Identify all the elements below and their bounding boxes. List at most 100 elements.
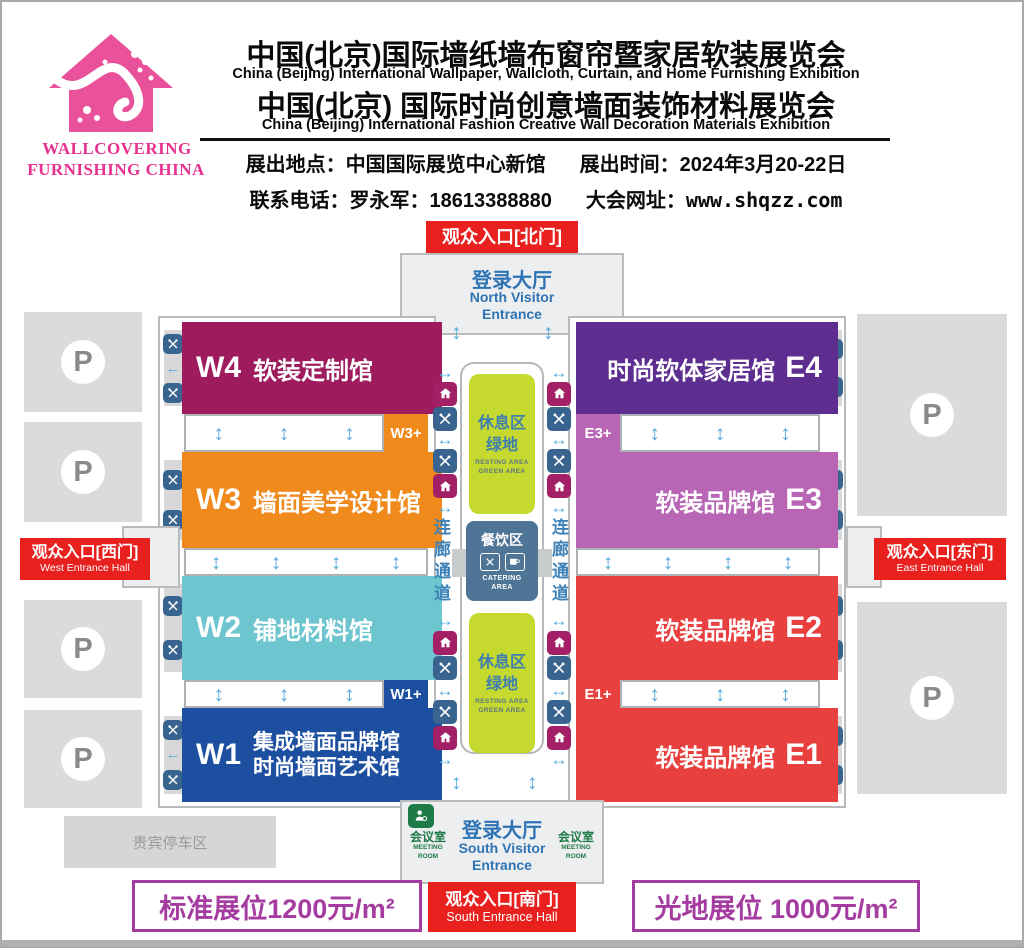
parking-lot: P [24, 312, 142, 412]
home-icon [433, 381, 457, 406]
header-divider [200, 138, 890, 141]
south-lobby [400, 800, 604, 884]
utensils-icon [433, 656, 457, 680]
resting-cn-2: 绿地 [485, 676, 518, 693]
up-down-arrow-icon: ↕ [780, 682, 791, 706]
utensils-icon [547, 656, 571, 680]
south-entrance-label: 观众入口[南门] [445, 890, 559, 910]
corridor-icons-east-lower: ↔ ↔ ↔ [545, 612, 573, 768]
up-down-arrow-icon: ↕ [390, 550, 402, 574]
utensils-icon [433, 406, 457, 431]
north-entrance-label: 观众入口[北门] [442, 226, 562, 247]
up-down-arrow-icon: ↕ [649, 682, 660, 706]
hall-w4: W4 软装定制馆 [182, 322, 442, 414]
utensils-icon [163, 333, 183, 354]
home-icon [433, 474, 457, 499]
hall-e2-code: E2 [785, 611, 822, 644]
hall-w2: W2 铺地材料馆 [182, 576, 442, 680]
utensils-icon [163, 510, 183, 530]
left-right-arrow-icon: ↔ [550, 497, 568, 517]
hall-e1-code: E1 [785, 738, 822, 771]
left-right-arrow-icon: ↔ [550, 430, 568, 450]
up-down-arrow-icon: ↕ [714, 682, 726, 706]
home-icon [547, 630, 571, 655]
hall-e3-code: E3 [785, 483, 822, 516]
north-lobby-en2: Entrance [482, 306, 542, 322]
time-info: 展出时间：2024年3月20-22日 [579, 154, 847, 176]
hall-w2-code: W2 [196, 611, 241, 644]
up-down-arrow-icon: ↕ [451, 771, 462, 794]
vip-parking: 贵宾停车区 [64, 816, 276, 868]
home-icon [433, 630, 457, 655]
registration-person-icon [408, 804, 434, 828]
phone-info: 联系电话：罗永军：18613388880 [249, 190, 552, 212]
e4-e3-corridor: ↕ ↕ ↕ [620, 414, 820, 452]
up-down-arrow-icon: ↕ [344, 682, 355, 706]
logo-line1: WALLCOVERING [42, 139, 192, 158]
utensils-icon [479, 552, 500, 571]
parking-icon: P [61, 737, 105, 781]
up-down-arrow-icon: ↕ [527, 771, 538, 794]
hall-e1: 软装品牌馆 E1 [576, 708, 838, 802]
gate-e1plus: E1+ [576, 680, 620, 708]
hall-e4-name: 时尚软体家居馆 [607, 357, 776, 385]
left-right-arrow-icon: ↔ [436, 680, 454, 700]
title-english-2: China (Beijing) International Fashion Cr… [261, 117, 831, 133]
up-down-arrow-icon: ↕ [278, 682, 290, 706]
gate-w3plus: W3+ [384, 414, 428, 452]
resting-cn-1: 休息区 [477, 415, 526, 433]
utensils-icon [433, 449, 457, 474]
up-down-arrow-icon: ↕ [722, 550, 734, 574]
parking-lot: P [857, 602, 1007, 794]
up-down-arrow-icon: ↕ [210, 550, 222, 574]
title-english-1: China (Beijing) International Wallpaper,… [232, 66, 860, 82]
up-down-arrow-icon: ↕ [543, 321, 554, 344]
south-lobby-title: 登录大厅 [462, 820, 542, 842]
west-entrance-banner: 观众入口[西门] West Entrance Hall [20, 538, 150, 580]
north-entrance-banner: 观众入口[北门] [426, 221, 578, 253]
parking-lot: P [24, 600, 142, 698]
north-lobby-title: 登录大厅 [472, 270, 552, 292]
gate-e3plus: E3+ [576, 414, 620, 452]
up-down-arrow-icon: ↕ [270, 550, 282, 574]
hall-w3-code: W3 [196, 483, 241, 516]
title-chinese-1: 中国(北京)国际墙纸墙布窗帘暨家居软装展览会 [246, 40, 846, 72]
left-right-arrow-icon: ↔ [436, 611, 454, 630]
left-arrow-icon: ← [165, 746, 181, 764]
hall-w4-name: 软装定制馆 [253, 357, 373, 385]
up-down-arrow-icon: ↕ [213, 682, 224, 706]
hall-e3: 软装品牌馆 E3 [576, 452, 838, 548]
left-right-arrow-icon: ↔ [550, 680, 568, 700]
bottom-edge-bar [2, 940, 1022, 946]
hall-e4: 时尚软体家居馆 E4 [576, 322, 838, 414]
west-entrance-label: 观众入口[西门] [31, 543, 139, 561]
utensils-icon [163, 470, 183, 490]
up-down-arrow-icon: ↕ [649, 421, 660, 445]
w3-w2-corridor: ↕ ↕ ↕ ↕ [184, 548, 428, 576]
left-right-arrow-icon: ↔ [436, 750, 454, 769]
up-down-arrow-icon: ↕ [344, 421, 355, 445]
hall-e4-code: E4 [785, 351, 822, 384]
hall-e2: 软装品牌馆 E2 [576, 576, 838, 680]
e3-e2-corridor: ↕ ↕ ↕ ↕ [576, 548, 820, 576]
up-down-arrow-icon: ↕ [662, 550, 674, 574]
south-lobby-en2: Entrance [472, 857, 532, 873]
parking-icon: P [61, 627, 105, 671]
utensils-icon [163, 770, 183, 791]
parking-lot: P [24, 422, 142, 522]
resting-en-1: RESTING AREA [475, 458, 529, 466]
logo-line2: FURNISHING CHINA [27, 160, 205, 179]
parking-lot: P [24, 710, 142, 808]
corridor-label-east: 连廊通道 [549, 518, 568, 606]
east-entrance-label-en: East Entrance Hall [896, 562, 984, 575]
catering-area: 餐饮区 CATERING AREA [466, 521, 538, 601]
hall-w3-name: 墙面美学设计馆 [253, 489, 421, 517]
left-right-arrow-icon: ↔ [550, 611, 568, 630]
w3-service-strip [163, 460, 183, 540]
corridor-icons-west-upper: ↔ ↔ ↔ [431, 364, 459, 516]
resting-en-2: GREEN AREA [478, 706, 526, 714]
left-right-arrow-icon: ↔ [436, 497, 454, 517]
w2-w1-corridor: ↕ ↕ ↕ [184, 680, 384, 708]
resting-area-south: 休息区 绿地 RESTING AREA GREEN AREA [469, 613, 535, 753]
